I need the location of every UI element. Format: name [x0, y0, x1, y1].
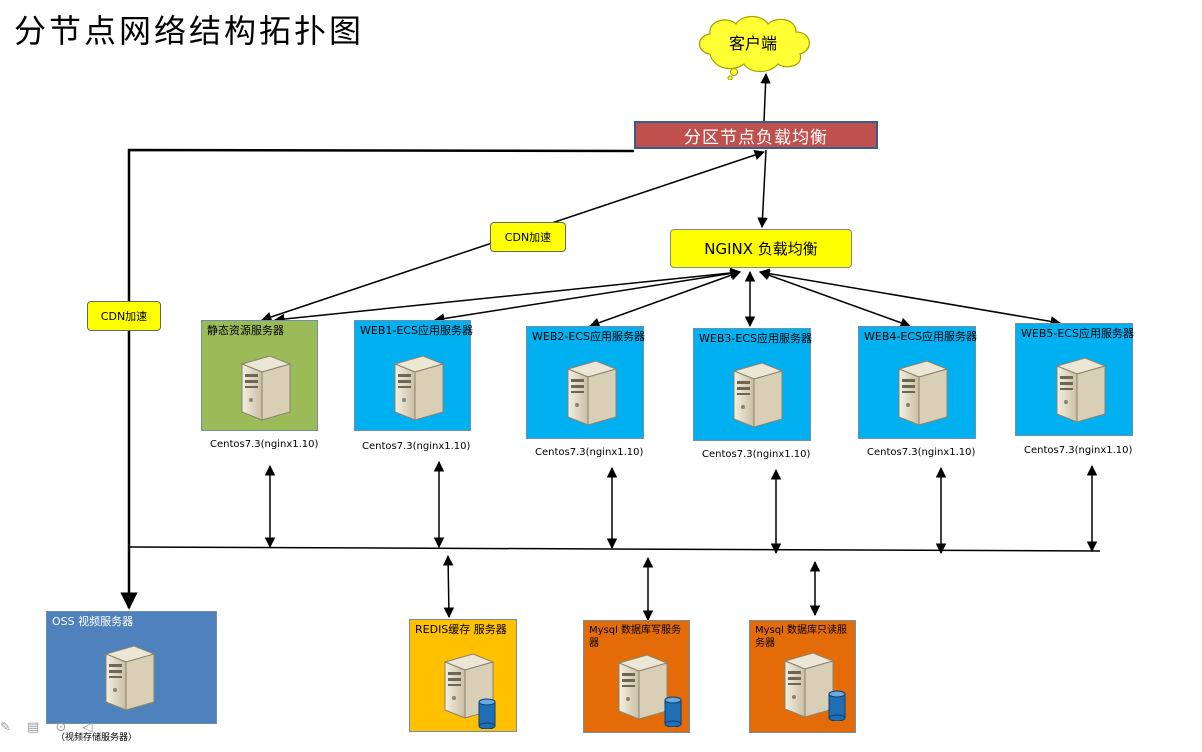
server-icon: [1056, 357, 1106, 423]
oss-sub-label: （视频存储服务器）: [56, 733, 138, 743]
server-label: 静态资源服务器: [207, 324, 284, 337]
server-label: WEB4-ECS应用服务器: [864, 330, 977, 343]
server-icon: [784, 652, 834, 718]
os-label-web5: Centos7.3(nginx1.10): [1024, 445, 1133, 456]
server-icon: [241, 355, 291, 421]
server-label: WEB1-ECS应用服务器: [360, 324, 473, 337]
server-icon: [567, 360, 617, 426]
page-title: 分节点网络结构拓扑图: [14, 12, 365, 50]
os-label-static: Centos7.3(nginx1.10): [210, 439, 319, 450]
server-label: OSS 视频服务器: [52, 615, 134, 628]
os-label-web4: Centos7.3(nginx1.10): [867, 447, 976, 458]
os-label-web1: Centos7.3(nginx1.10): [362, 441, 471, 452]
os-label-web2: Centos7.3(nginx1.10): [535, 447, 644, 458]
server-label: Mysql 数据库只读服务器: [755, 625, 848, 649]
partition-load-balancer[interactable]: 分区节点负载均衡: [634, 121, 878, 149]
cdn-label-upper: CDN加速: [490, 222, 566, 252]
server-label: WEB2-ECS应用服务器: [532, 330, 645, 343]
server-icon: [898, 360, 948, 426]
server-icon: [618, 654, 668, 720]
client-label: 客户端: [728, 34, 777, 53]
server-label: WEB3-ECS应用服务器: [699, 332, 812, 345]
server-label: WEB5-ECS应用服务器: [1021, 327, 1134, 340]
server-icon: [733, 362, 783, 428]
database-icon: [664, 696, 682, 727]
slide-tool-icons: ✎ ▤ ⊙ ◁: [0, 720, 99, 735]
client-cloud-icon[interactable]: [692, 12, 820, 80]
server-label: Mysql 数据库写服务器: [589, 625, 682, 649]
server-label: REDIS缓存 服务器: [415, 623, 507, 636]
server-icon: [394, 355, 444, 421]
nginx-load-balancer[interactable]: NGINX 负载均衡: [670, 229, 852, 268]
os-label-web3: Centos7.3(nginx1.10): [702, 449, 811, 460]
cdn-label-left: CDN加速: [87, 301, 161, 331]
database-icon: [478, 698, 496, 729]
database-icon: [828, 690, 846, 721]
server-icon: [105, 645, 155, 711]
